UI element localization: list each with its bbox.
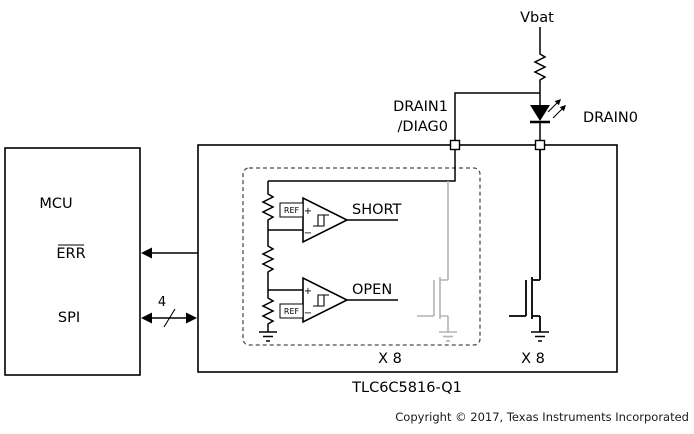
driver-ground-icon [531,331,549,342]
open-comparator-icon [302,276,349,324]
drain1-branch-wire [454,92,540,141]
mcu-box [4,147,141,376]
short-output-label: SHORT [352,202,402,218]
drain1-terminal-icon [449,139,461,151]
led-emission-arrows-icon [547,99,566,119]
spi-arrowhead-left-icon [141,312,152,324]
divider-resistor-3-icon [261,296,275,326]
short-comparator: REF + − SHORT [279,196,402,244]
chip-block: TLC6C5816-Q1 [197,144,618,396]
open-ref-box [279,303,304,319]
drain0-pin-label: DRAIN0 [583,110,638,126]
led-icon [530,105,550,121]
open-hysteresis-icon [313,294,329,307]
drain0-terminal-icon [534,139,546,151]
output-driver: X 8 [509,150,549,367]
vbat-led-branch: Vbat [454,10,566,141]
open-comparator: REF + − OPEN [279,276,398,324]
short-plus-sign: + [304,206,312,217]
short-hysteresis-icon [313,214,329,227]
copyright-notice: Copyright © 2017, Texas Instruments Inco… [395,410,689,424]
open-plus-sign: + [304,286,312,297]
bus-width-label: 4 [158,295,166,310]
series-resistor-icon [533,52,547,82]
spi-bus: 4 [141,295,197,328]
mcu-label: MCU [39,196,72,212]
diagnostics-dashed-box [242,167,481,346]
short-ref-box [279,202,304,218]
driver-multiplier-label: X 8 [521,351,545,367]
chip-box [197,144,618,373]
short-comparator-icon [302,196,349,244]
vbat-label: Vbat [520,10,554,26]
divider-chain [259,181,303,342]
err-label: ERR [56,246,85,262]
short-minus-sign: − [304,228,312,239]
driver-mosfet-icon [509,277,541,332]
sense-wire [268,150,456,182]
chip-part-number: TLC6C5816-Q1 [351,380,462,396]
err-signal [141,247,198,259]
divider-ground-icon [259,331,277,342]
divider-resistor-2-icon [261,244,275,274]
mcu-block: MCU ERR SPI [4,147,141,376]
open-output-label: OPEN [352,282,392,298]
bus-width-slash-icon [163,308,176,328]
diagnostics-multiplier-label: X 8 [378,351,402,367]
diagnostics-block: REF + − SHORT REF + − OPEN [242,150,481,367]
pin-terminals [449,139,546,151]
diag0-pin-label: /DIAG0 [398,119,448,135]
drain1-pin-label: DRAIN1 [393,99,448,115]
muted-mosfet [417,181,457,342]
pin-labels: DRAIN1 /DIAG0 DRAIN0 [393,99,638,135]
err-arrowhead-icon [141,247,152,259]
muted-fet-ground-icon [439,331,457,342]
divider-resistor-1-icon [261,192,275,222]
muted-mosfet-icon [417,277,449,332]
open-ref-label: REF [284,307,300,316]
spi-arrowhead-right-icon [186,312,197,324]
short-ref-label: REF [284,206,300,215]
open-minus-sign: − [304,308,312,319]
spi-label: SPI [58,310,80,326]
